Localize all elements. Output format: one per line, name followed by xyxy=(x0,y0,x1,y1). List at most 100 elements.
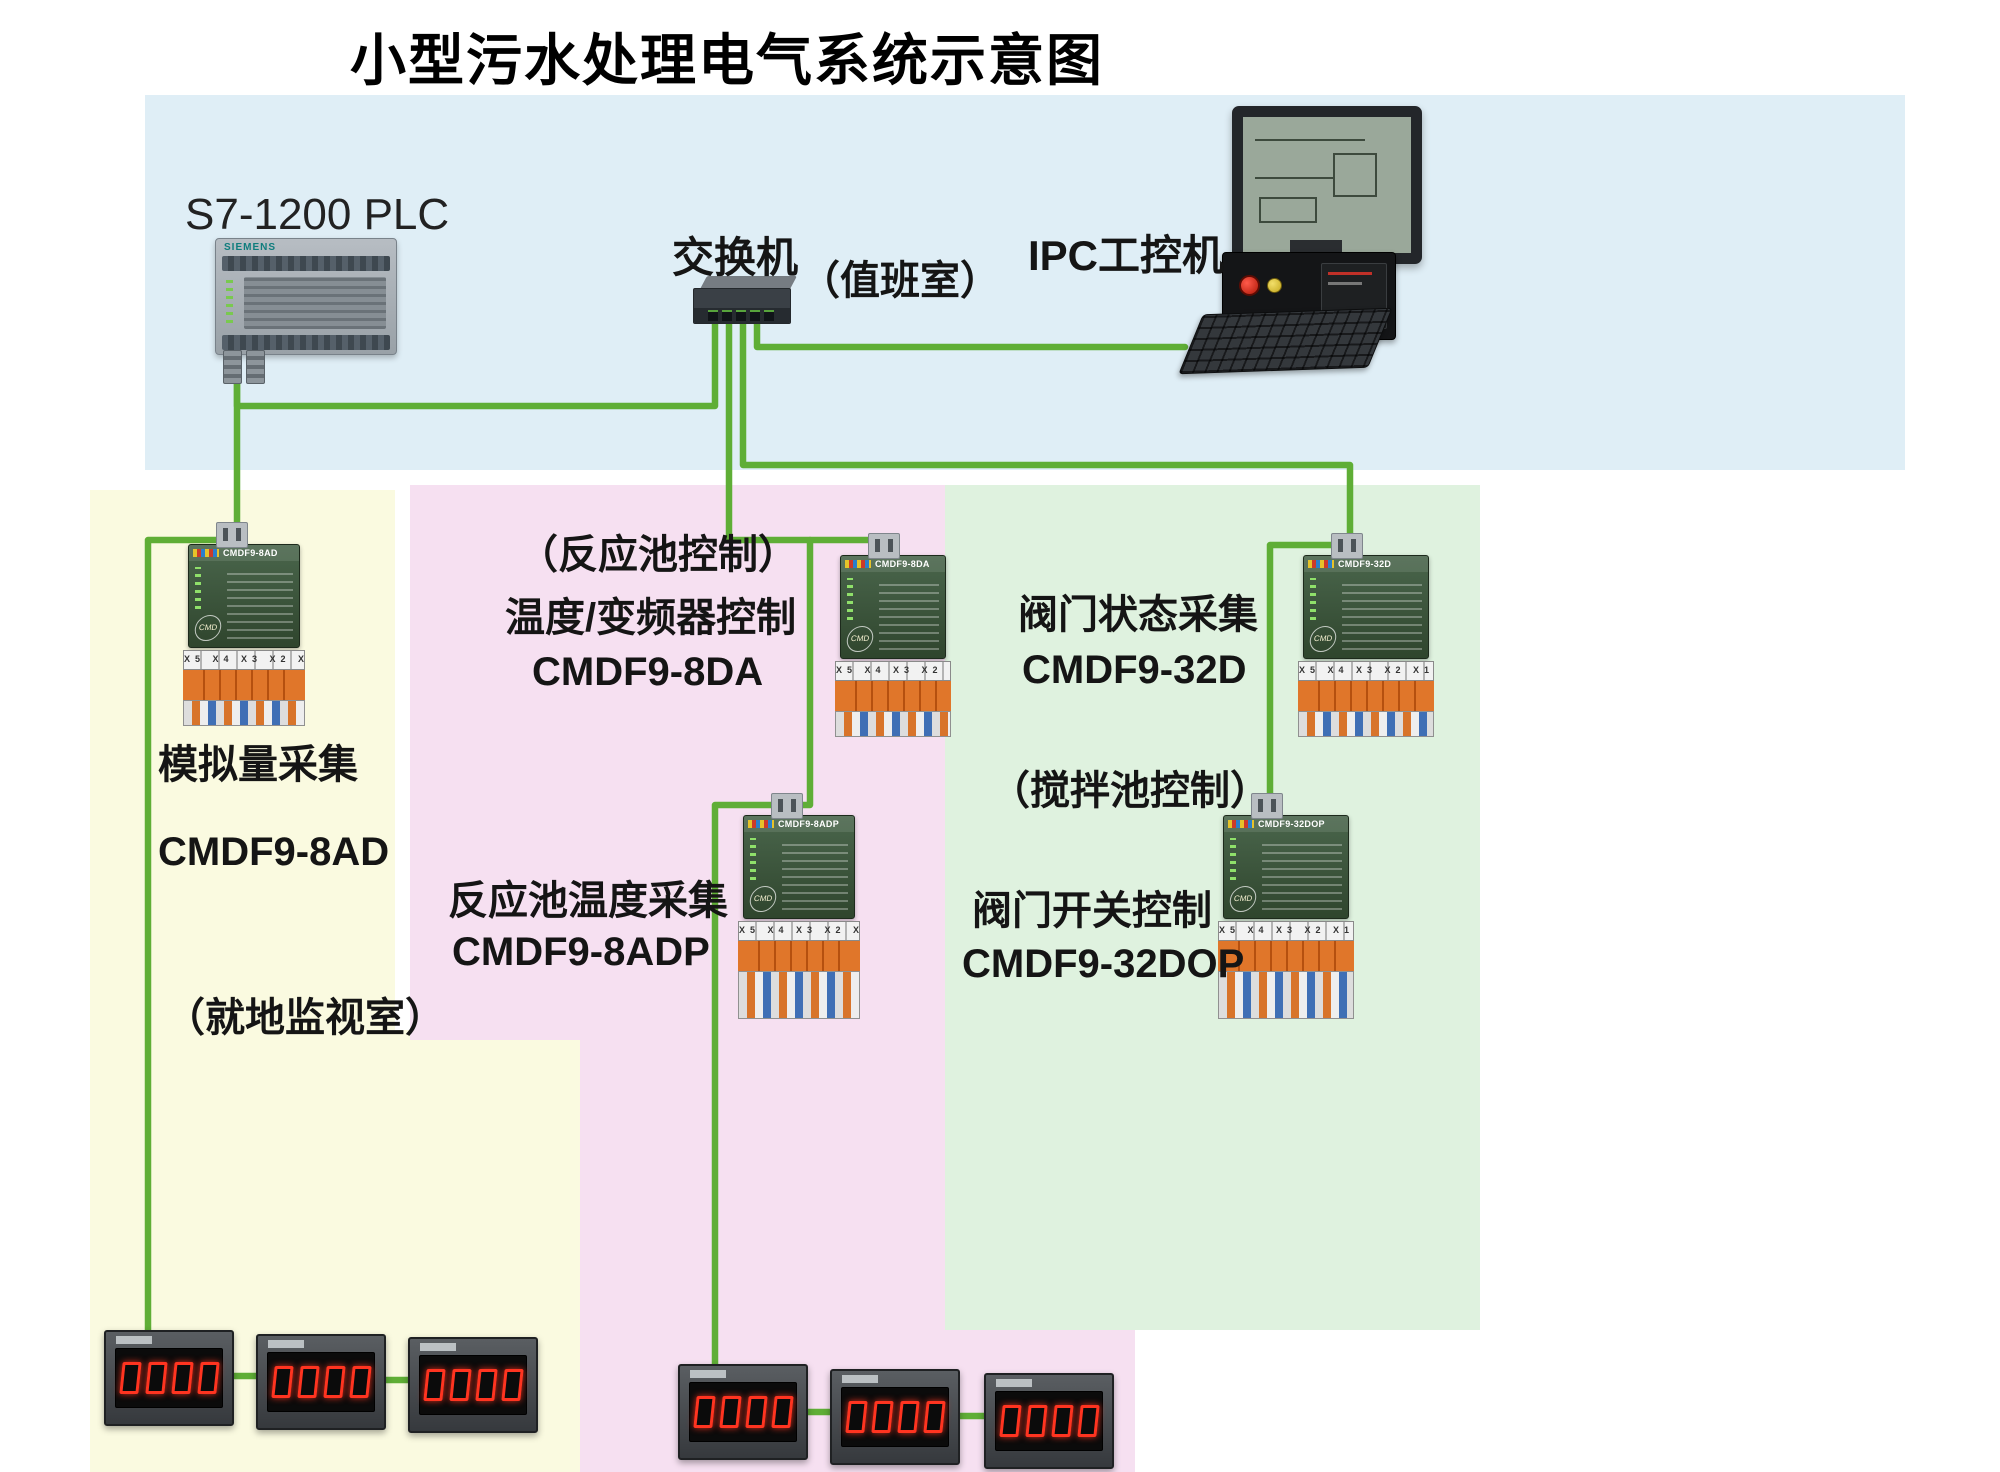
meter-digit xyxy=(922,1401,946,1433)
plc-device: SIEMENS xyxy=(215,238,397,384)
module-led-strip xyxy=(193,549,219,557)
cable-switch-to-8da xyxy=(725,296,882,564)
meter-digit xyxy=(1024,1405,1048,1437)
module-board-label: CMDF9-8DA xyxy=(875,559,930,569)
local-monitor-room-label: （就地监视室） xyxy=(165,996,445,1040)
switch-body xyxy=(693,288,791,324)
module-board-label: CMDF9-8AD xyxy=(223,548,278,558)
switch-label: 交换机 xyxy=(672,234,799,281)
module-silkscreen-text xyxy=(227,569,293,639)
switch-port xyxy=(764,310,774,321)
reaction-temp-acquisition-label: 反应池温度采集 xyxy=(448,879,728,923)
meter-digit xyxy=(692,1396,716,1428)
meter-digit xyxy=(870,1401,894,1433)
meter-digit xyxy=(718,1396,742,1428)
network-switch-device xyxy=(693,276,797,324)
brand-logo: CMD xyxy=(1307,626,1339,652)
switch-port xyxy=(708,310,718,321)
meter-display xyxy=(995,1391,1103,1451)
mixing-pool-control-label: （搅拌池控制） xyxy=(990,769,1270,813)
module-board: CMDF9-8DA CMD xyxy=(840,555,946,659)
cable-8da-to-8adp-to-meters xyxy=(711,536,814,1379)
module-header: CMDF9-8DA xyxy=(841,556,945,572)
module-led-strip xyxy=(748,820,774,828)
terminal-blocks: X5 X4 X3 X2 X1 xyxy=(738,921,860,1019)
duty-room-label: （值班室） xyxy=(800,259,1000,303)
ipc-label: IPC工控机 xyxy=(1028,232,1225,279)
terminal-label-row: X5 X4 X3 X2 X1 xyxy=(738,921,860,941)
meter-tag xyxy=(996,1379,1032,1387)
meter-digit xyxy=(474,1369,498,1401)
cable-32d-to-32dop xyxy=(1266,541,1352,811)
terminal-row-wired xyxy=(738,971,860,1019)
switch-port xyxy=(750,310,760,321)
meter-digit xyxy=(196,1362,220,1394)
terminal-blocks: X5 X4 X3 X2 X1 xyxy=(835,661,951,737)
bus-connector xyxy=(1331,533,1363,559)
module-channel-leds xyxy=(1310,578,1316,620)
bus-connector xyxy=(771,793,803,819)
terminal-blocks: X5 X4 X3 X2 X1 xyxy=(1218,921,1354,1019)
module-model-8ad-label: CMDF9-8AD xyxy=(158,830,390,874)
plc-brand-text: SIEMENS xyxy=(224,242,277,253)
meter-digit xyxy=(844,1401,868,1433)
module-header: CMDF9-32DOP xyxy=(1224,816,1348,832)
switch-port xyxy=(722,310,732,321)
meter-digit xyxy=(270,1366,294,1398)
terminal-row-orange xyxy=(738,941,860,971)
module-led-strip xyxy=(1308,560,1334,568)
meter-tag xyxy=(842,1375,878,1383)
module-board: CMDF9-8ADP CMD xyxy=(743,815,855,919)
panel-meter xyxy=(104,1330,234,1426)
meter-tag xyxy=(690,1370,726,1378)
switch-port xyxy=(736,310,746,321)
terminal-row-wired xyxy=(183,700,305,726)
module-board: CMDF9-8AD CMD xyxy=(188,544,300,648)
meter-digit xyxy=(144,1362,168,1394)
module-channel-leds xyxy=(195,567,201,609)
bus-connector xyxy=(868,533,900,559)
plc-label: S7-1200 PLC xyxy=(185,190,450,239)
brand-logo: CMD xyxy=(844,626,876,652)
module-model-32dop-label: CMDF9-32DOP xyxy=(962,942,1245,986)
terminal-label-row: X5 X4 X3 X2 X1 xyxy=(1298,661,1434,681)
meter-digit xyxy=(448,1369,472,1401)
panel-meter xyxy=(678,1364,808,1460)
module-model-32d-label: CMDF9-32D xyxy=(1022,648,1247,692)
screen-content xyxy=(1259,197,1317,223)
module-silkscreen-text xyxy=(1262,840,1342,910)
plc-top-terminals xyxy=(222,256,390,271)
screen-content xyxy=(1255,177,1335,179)
terminal-blocks: X5 X4 X3 X2 X1 xyxy=(183,650,305,726)
meter-digit xyxy=(1050,1405,1074,1437)
module-header: CMDF9-8ADP xyxy=(744,816,854,832)
brand-logo: CMD xyxy=(1227,886,1259,912)
plc-bottom-terminals xyxy=(222,335,390,350)
page-title: 小型污水处理电气系统示意图 xyxy=(350,29,1104,92)
plc-cable-connector xyxy=(246,350,265,384)
module-board-label: CMDF9-32D xyxy=(1338,559,1392,569)
reaction-pool-control-label: （反应池控制） xyxy=(518,533,798,577)
emergency-stop-button xyxy=(1239,275,1260,296)
plc-body: SIEMENS xyxy=(215,238,397,355)
meter-display xyxy=(841,1387,949,1447)
panel-meter xyxy=(984,1373,1114,1469)
cable-switch-to-32d xyxy=(739,296,1354,564)
module-led-strip xyxy=(1228,820,1254,828)
module-board-label: CMDF9-8ADP xyxy=(778,819,840,829)
ipc-keyboard xyxy=(1178,307,1393,375)
meter-display xyxy=(267,1352,375,1412)
module-silkscreen-text xyxy=(782,840,848,910)
cable-8ad-to-left-meters xyxy=(144,536,241,1349)
meter-tag xyxy=(268,1340,304,1348)
terminal-labels: X5 X4 X3 X2 X1 xyxy=(1219,925,1353,935)
meter-display xyxy=(419,1355,527,1415)
cable-switch-to-ipc xyxy=(753,296,1189,351)
brand-logo: CMD xyxy=(747,886,779,912)
meter-digit xyxy=(170,1362,194,1394)
terminal-row-wired xyxy=(1298,711,1434,737)
meter-digit xyxy=(770,1396,794,1428)
terminal-row-orange xyxy=(835,681,951,711)
switch-ports xyxy=(694,308,790,323)
